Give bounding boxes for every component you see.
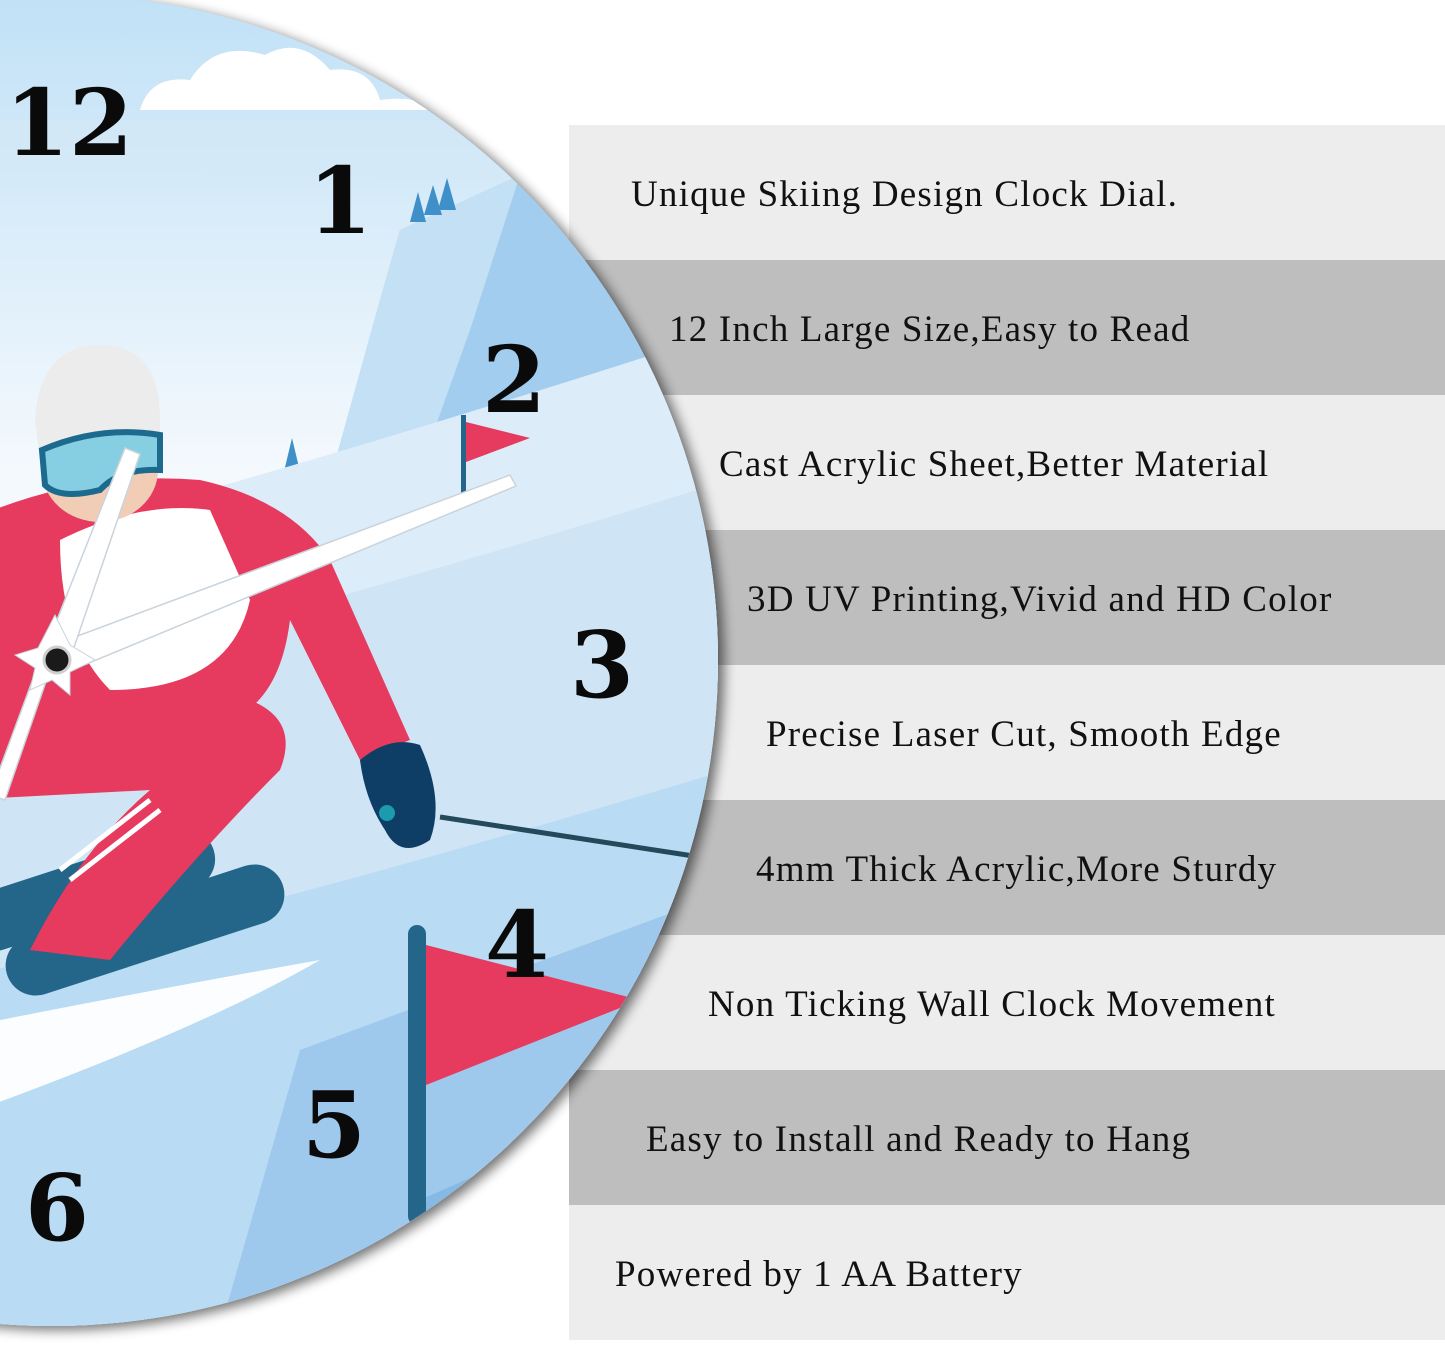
second-hand (0, 658, 51, 801)
feature-label: Powered by 1 AA Battery (615, 1254, 1023, 1295)
flag-pole (461, 415, 466, 505)
feature-label: Cast Acrylic Sheet,Better Material (719, 444, 1270, 485)
feature-row: Cast Acrylic Sheet,Better Material (569, 395, 1445, 530)
feature-label: 3D UV Printing,Vivid and HD Color (747, 579, 1333, 620)
flag-pole (408, 925, 426, 1225)
feature-label: Easy to Install and Ready to Hang (646, 1119, 1192, 1160)
numeral-2: 2 (482, 326, 546, 434)
feature-label: 12 Inch Large Size,Easy to Read (669, 309, 1191, 350)
numeral-1: 1 (308, 147, 372, 255)
feature-label: Non Ticking Wall Clock Movement (708, 984, 1276, 1025)
goggles (38, 429, 163, 497)
tree-icon (410, 192, 426, 222)
glove (360, 742, 436, 848)
feature-list: Unique Skiing Design Clock Dial. 12 Inch… (569, 125, 1445, 1341)
hour-hand (44, 447, 141, 667)
feature-row: Non Ticking Wall Clock Movement (569, 935, 1445, 1070)
cloud-icon (140, 47, 430, 110)
helmet (35, 345, 160, 460)
numeral-12: 12 (5, 69, 133, 177)
feature-row: 12 Inch Large Size,Easy to Read (569, 260, 1445, 395)
flag-icon (466, 422, 530, 462)
feature-row: 3D UV Printing,Vivid and HD Color (569, 530, 1445, 665)
feature-row: Easy to Install and Ready to Hang (569, 1070, 1445, 1205)
numeral-5: 5 (302, 1071, 366, 1179)
minute-hand (38, 474, 518, 676)
feature-row: 4mm Thick Acrylic,More Sturdy (569, 800, 1445, 935)
numeral-4: 4 (485, 891, 549, 999)
numeral-6: 6 (25, 1154, 89, 1262)
feature-label: 4mm Thick Acrylic,More Sturdy (756, 849, 1278, 890)
center-cap (42, 645, 72, 675)
feature-label: Precise Laser Cut, Smooth Edge (766, 714, 1282, 755)
feature-row: Precise Laser Cut, Smooth Edge (569, 665, 1445, 800)
feature-row: Powered by 1 AA Battery (569, 1205, 1445, 1340)
feature-row: Unique Skiing Design Clock Dial. (569, 125, 1445, 260)
feature-label: Unique Skiing Design Clock Dial. (631, 174, 1179, 215)
clock-hands (0, 447, 518, 801)
